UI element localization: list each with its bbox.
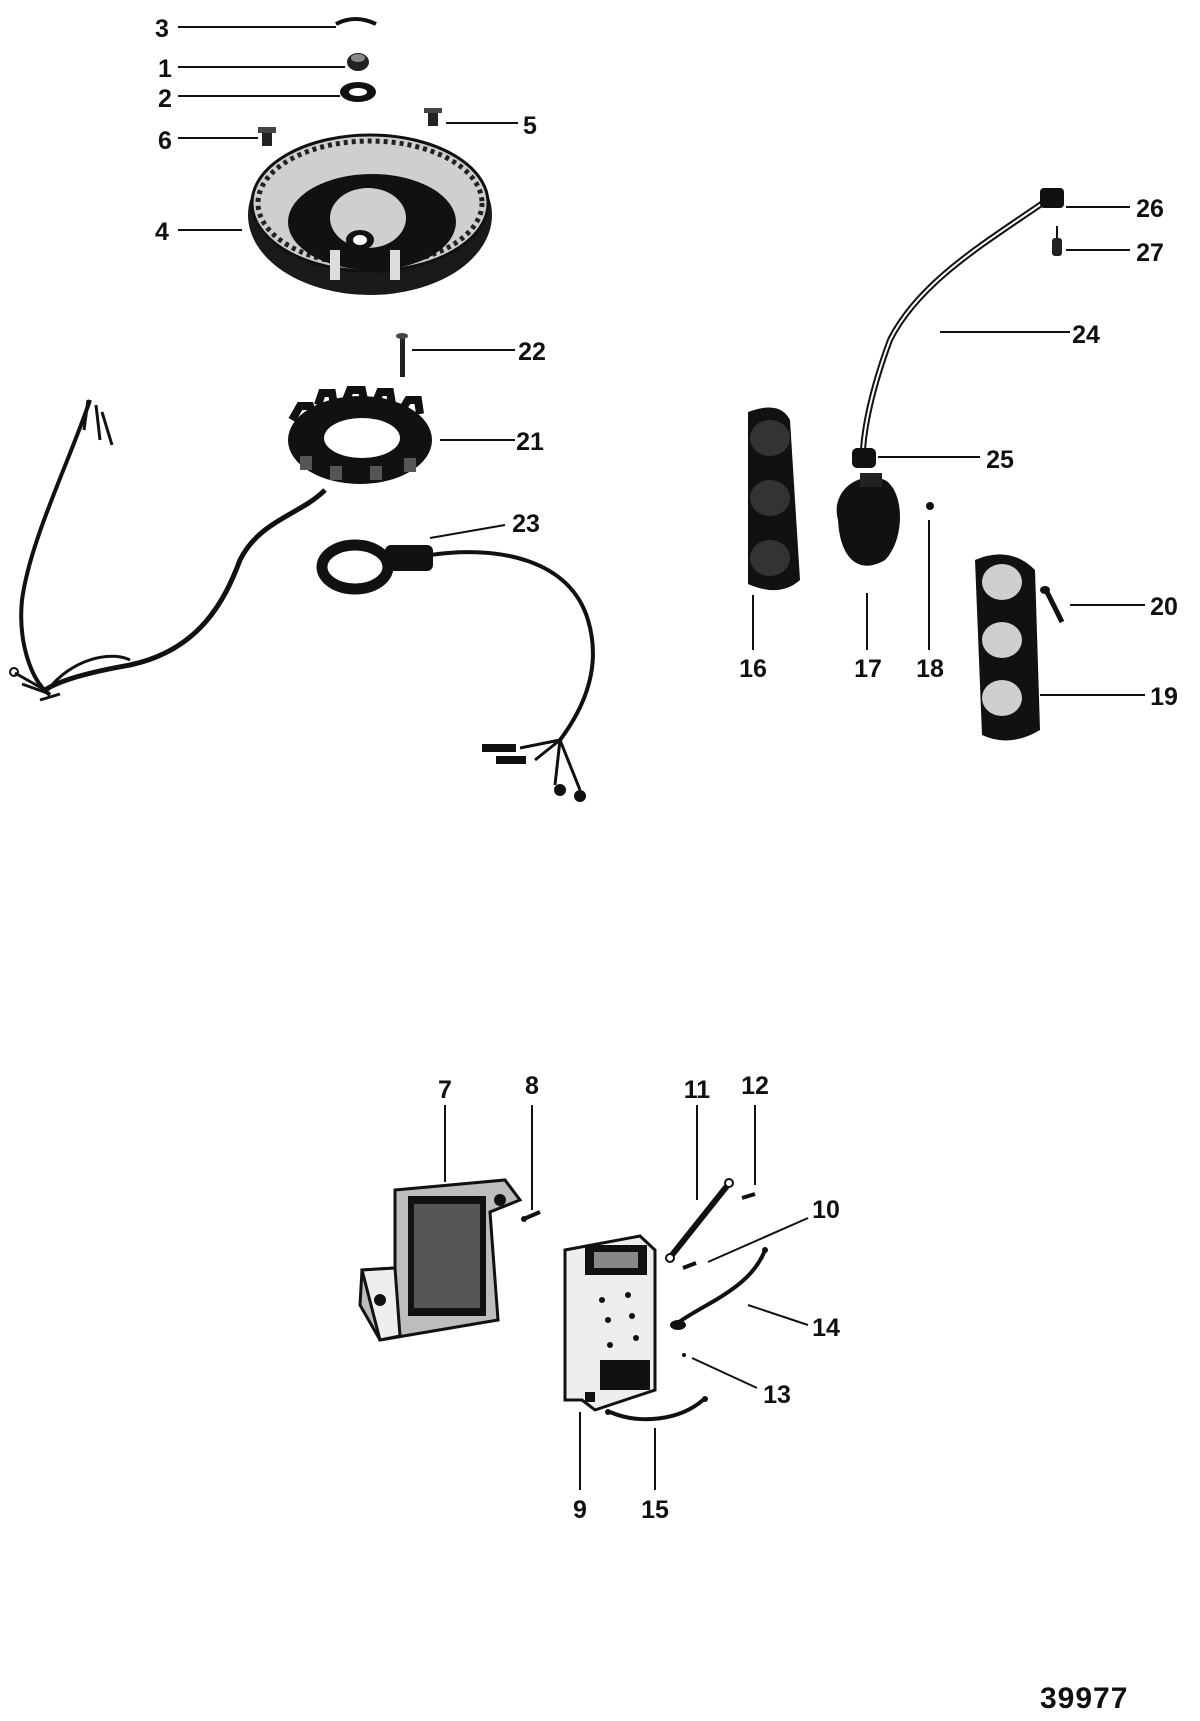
part-5-screw <box>424 108 442 126</box>
callout-16: 16 <box>739 655 767 683</box>
callout-7: 7 <box>438 1076 452 1104</box>
part-10-screw <box>682 1261 697 1270</box>
part-4-flywheel <box>248 133 492 295</box>
part-15-wire <box>605 1396 708 1422</box>
callout-11: 11 <box>684 1076 711 1104</box>
part-27-terminal <box>1052 226 1062 256</box>
part-3-retaining-ring <box>335 17 377 26</box>
part-14-wire <box>670 1247 768 1330</box>
leader-10 <box>707 1217 809 1263</box>
callout-22: 22 <box>518 338 546 366</box>
part-1-flywheel-nut <box>347 53 369 71</box>
part-17-cap <box>836 473 900 566</box>
leader-14 <box>747 1304 809 1326</box>
part-11-jumper-wire <box>665 1178 734 1263</box>
part-2-washer <box>340 82 376 102</box>
callout-4: 4 <box>155 218 169 246</box>
part-6-screw <box>258 127 276 146</box>
part-23-trigger <box>316 539 595 802</box>
part-8-screw <box>521 1210 541 1222</box>
callout-14: 14 <box>812 1314 840 1342</box>
callout-13: 13 <box>763 1381 791 1409</box>
callout-20: 20 <box>1150 593 1178 621</box>
callout-21: 21 <box>516 428 544 456</box>
part-25-boot <box>852 448 876 468</box>
callout-5: 5 <box>523 112 537 140</box>
callout-2: 2 <box>158 85 172 113</box>
callout-25: 25 <box>986 446 1014 474</box>
callout-12: 12 <box>741 1072 769 1100</box>
part-9-switch-box <box>563 1234 657 1412</box>
callout-10: 10 <box>812 1196 840 1224</box>
leader-13 <box>691 1357 758 1389</box>
callout-24: 24 <box>1072 321 1100 349</box>
part-18-nut <box>926 502 934 510</box>
stator-wire-harness <box>9 399 327 702</box>
callout-17: 17 <box>854 655 882 683</box>
callout-26: 26 <box>1136 195 1164 223</box>
part-13-screw <box>682 1353 686 1357</box>
callout-3: 3 <box>155 15 169 43</box>
part-12-screw <box>741 1192 756 1200</box>
callout-8: 8 <box>525 1072 539 1100</box>
part-16-coil-bank <box>748 407 800 591</box>
part-20-screw <box>1040 586 1065 624</box>
part-26-boot <box>1040 188 1064 208</box>
part-22-bolt <box>396 333 408 377</box>
figure-number: 39977 <box>1040 1682 1129 1715</box>
leader-lines <box>178 26 1145 1490</box>
part-7-bracket <box>358 1178 523 1342</box>
callout-labels: 3 1 2 6 5 4 22 21 23 26 27 24 25 16 17 1… <box>155 15 1178 1524</box>
leader-23 <box>429 524 506 539</box>
part-21-stator <box>288 386 432 484</box>
part-19-coil-bank <box>975 554 1040 741</box>
part-24-high-tension-lead <box>860 195 1052 451</box>
callout-9: 9 <box>573 1496 587 1524</box>
callout-18: 18 <box>916 655 944 683</box>
callout-27: 27 <box>1136 239 1164 267</box>
callout-1: 1 <box>158 55 172 83</box>
callout-15: 15 <box>641 1496 669 1524</box>
callout-6: 6 <box>158 127 172 155</box>
callout-23: 23 <box>512 510 540 538</box>
callout-19: 19 <box>1150 683 1178 711</box>
